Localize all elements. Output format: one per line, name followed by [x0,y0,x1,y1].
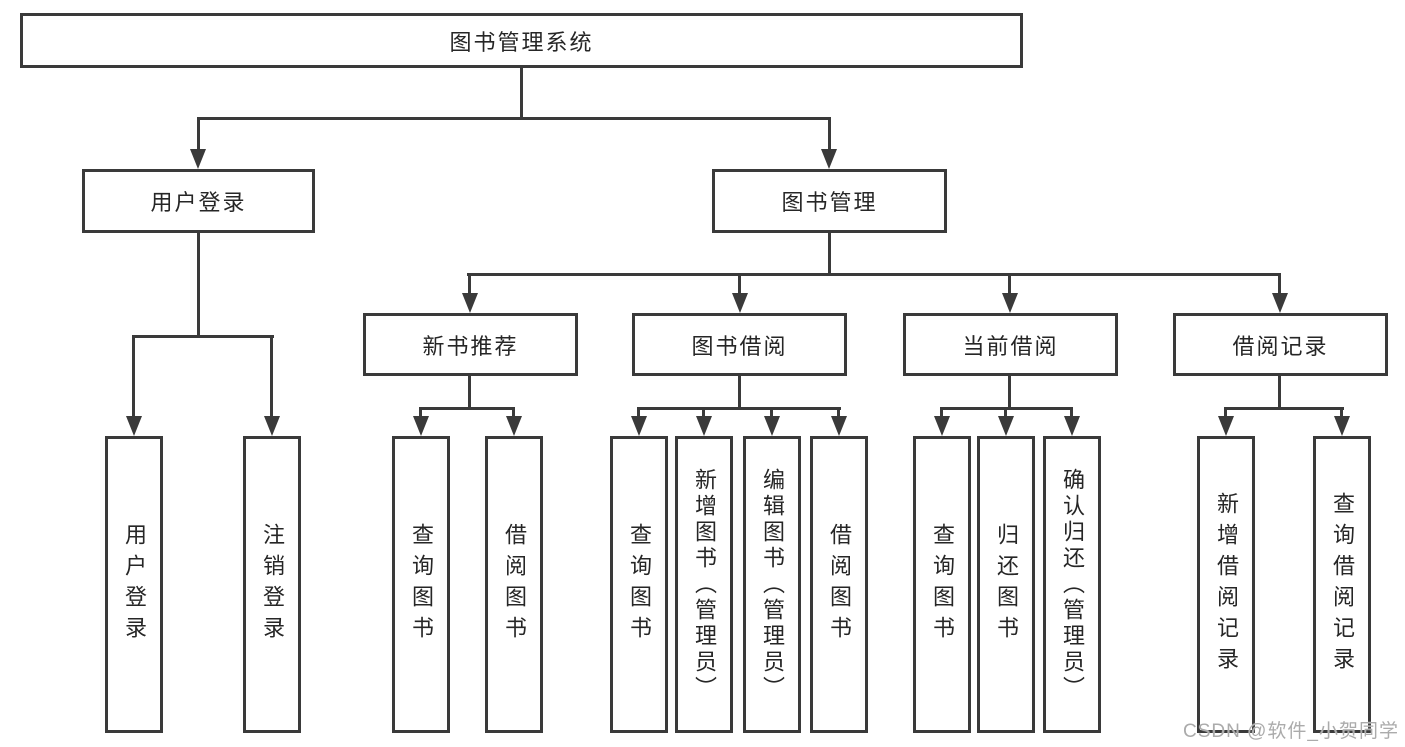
leaf-query-books-current: 查询图书 [913,436,971,733]
leaf-edit-books-admin: 编辑图书（管理员） [743,436,801,733]
arrow-down-icon [413,416,429,436]
arrow-down-icon [462,293,478,313]
connector-newbook-branch [419,407,515,410]
connector-stub [637,407,640,420]
connector-stub [270,335,273,420]
leaf-return-books: 归还图书 [977,436,1035,733]
node-label: 图书管理 [781,190,878,215]
connector-newbook-stem [468,376,471,407]
arrow-down-icon [506,416,522,436]
node-new-book-recommendation: 新书推荐 [363,313,578,376]
connector-stub [1008,273,1011,297]
arrow-down-icon [126,416,142,436]
connector-stub [1278,273,1281,297]
connector-bookmgmt-branch [467,273,1281,276]
connector-borrow-stem [738,376,741,407]
arrow-down-icon [190,149,206,169]
arrow-down-icon [264,416,280,436]
arrow-down-icon [1334,416,1350,436]
leaf-add-books-admin: 新增图书（管理员） [675,436,733,733]
leaf-add-borrowing-record: 新增借阅记录 [1197,436,1255,733]
connector-stub [837,407,840,420]
arrow-down-icon [732,293,748,313]
connector-borrow-branch [637,407,841,410]
node-book-borrowing: 图书借阅 [632,313,847,376]
node-label: 新书推荐 [422,333,519,359]
connector-stub [1070,407,1073,420]
node-label: 图书管理系统 [449,29,594,55]
node-borrowing-records: 借阅记录 [1173,313,1388,376]
connector-userlogin-stem [197,233,200,335]
leaf-query-borrowing-record: 查询借阅记录 [1313,436,1371,733]
connector-stub [1224,407,1227,420]
node-library-management-system: 图书管理系统 [20,13,1023,68]
leaf-query-books-borrowing: 查询图书 [610,436,668,733]
node-label: 借阅记录 [1232,333,1329,359]
connector-root-branch [197,117,831,120]
node-label: 用户登录 [150,190,247,215]
node-label: 图书借阅 [691,333,788,359]
connector-stub [940,407,943,420]
connector-stub [419,407,422,420]
leaf-user-login: 用户登录 [105,436,163,733]
connector-record-branch [1224,407,1344,410]
node-label: 当前借阅 [962,333,1059,359]
arrow-down-icon [1002,293,1018,313]
arrow-down-icon [821,149,837,169]
leaf-confirm-return-admin: 确认归还（管理员） [1043,436,1101,733]
connector-stub [738,273,741,297]
connector-stub [132,335,135,420]
connector-stub [512,407,515,420]
arrow-down-icon [764,416,780,436]
arrow-down-icon [1272,293,1288,313]
node-book-management: 图书管理 [712,169,947,233]
leaf-logout: 注销登录 [243,436,301,733]
connector-stub [702,407,705,420]
arrow-down-icon [934,416,950,436]
connector-root-stem [520,68,523,117]
connector-bookmgmt-stem [828,233,831,273]
leaf-borrow-books-borrowing: 借阅图书 [810,436,868,733]
arrow-down-icon [998,416,1014,436]
connector-stub [1340,407,1343,420]
leaf-query-books-newbook: 查询图书 [392,436,450,733]
connector-stub [770,407,773,420]
arrow-down-icon [1064,416,1080,436]
arrow-down-icon [696,416,712,436]
leaf-borrow-books-newbook: 借阅图书 [485,436,543,733]
connector-stub-book-mgmt [828,117,831,153]
connector-current-stem [1008,376,1011,407]
connector-stub [1004,407,1007,420]
node-current-borrowing: 当前借阅 [903,313,1118,376]
node-user-login: 用户登录 [82,169,315,233]
arrow-down-icon [631,416,647,436]
connector-record-stem [1278,376,1281,407]
connector-stub [468,273,471,297]
arrow-down-icon [1218,416,1234,436]
csdn-watermark: CSDN @软件_小贺同学 [1183,721,1399,742]
connector-stub-user-login [197,117,200,153]
connector-userlogin-branch [132,335,274,338]
arrow-down-icon [831,416,847,436]
